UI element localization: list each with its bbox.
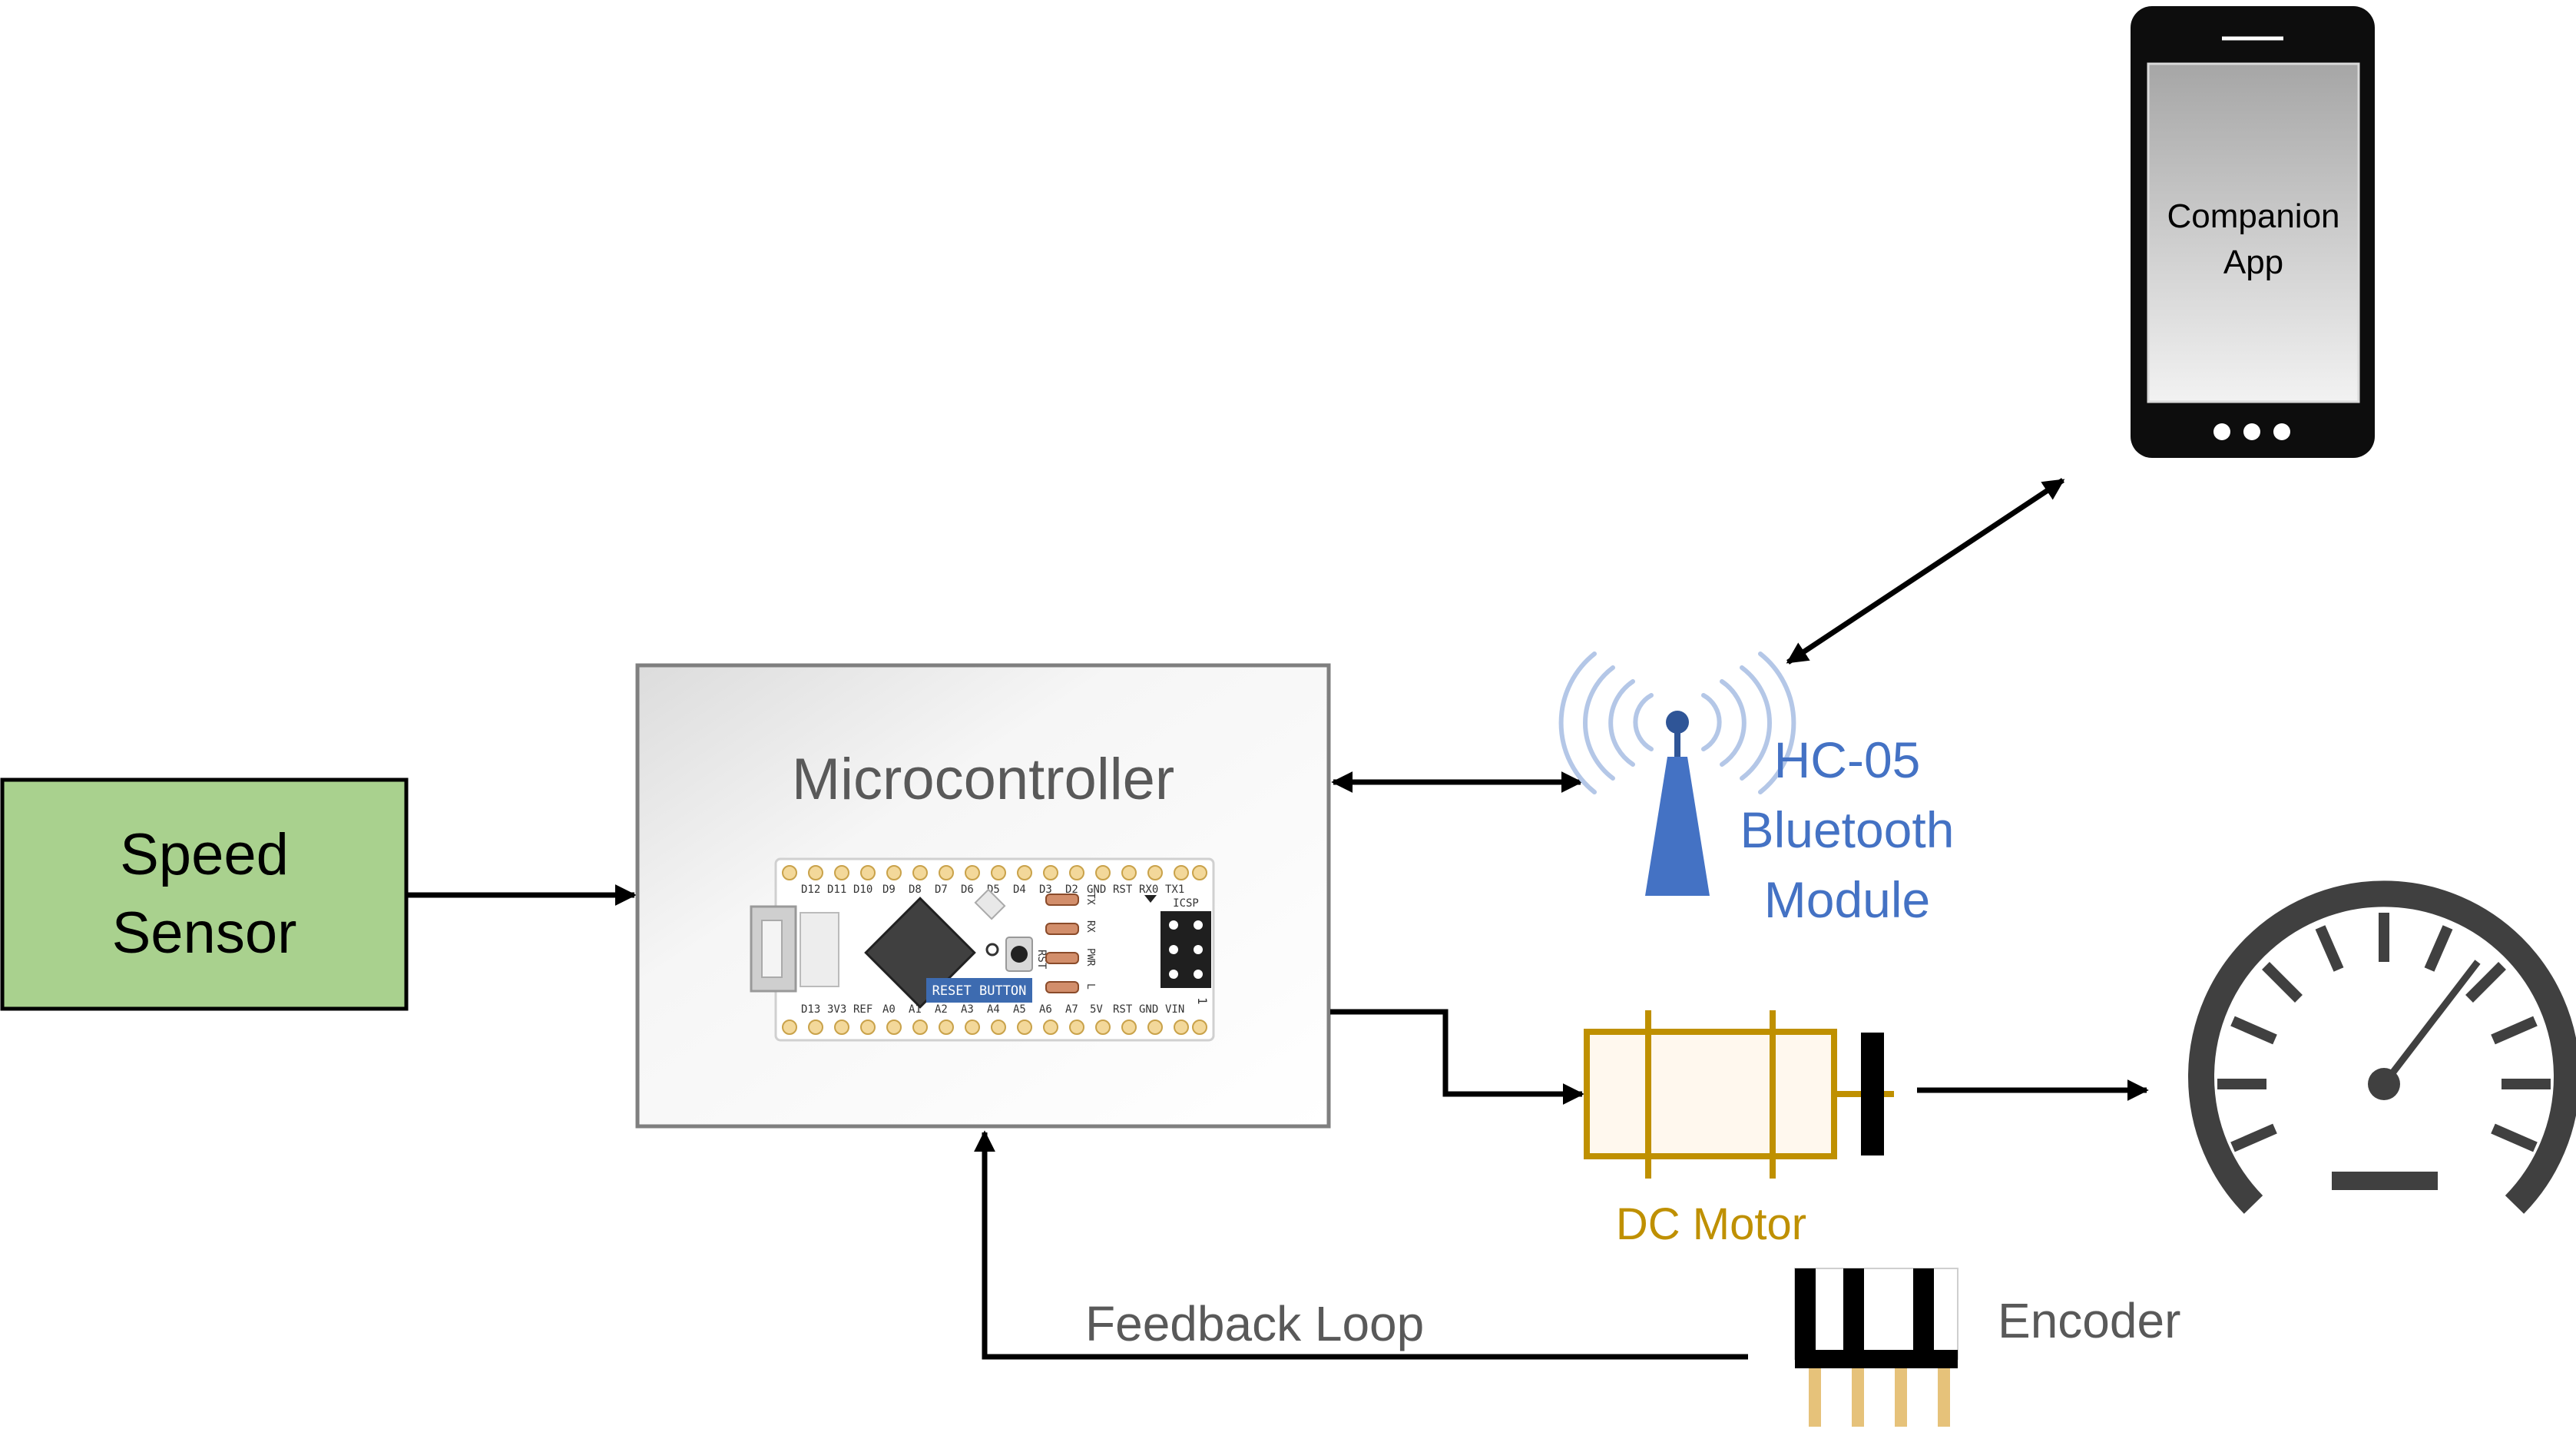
encoder-icon: Encoder (1794, 1268, 2180, 1427)
antenna-tower (1645, 757, 1710, 896)
status-leds (1045, 894, 1079, 993)
speedometer-icon (2188, 880, 2576, 1214)
pin-label: A3 (961, 1003, 974, 1016)
speed-sensor-label-line1: Speed (120, 822, 289, 887)
bluetooth-label-line2: Bluetooth (1740, 801, 1955, 858)
pin-label: RST (1113, 1003, 1133, 1016)
pin-label: D9 (882, 884, 896, 896)
led-label: RX (1084, 920, 1096, 933)
led-label: PWR (1084, 948, 1096, 966)
dc-motor-icon: DC Motor (1584, 1010, 1894, 1249)
pin-label: A5 (1013, 1003, 1026, 1016)
mcu-to-motor-arrow (1330, 1009, 1584, 1105)
reset-button-label: RESET BUTTON (932, 983, 1027, 999)
companion-app-label-line1: Companion (2167, 197, 2339, 235)
pin-label: 5V (1090, 1003, 1103, 1016)
companion-app-label-line2: App (2223, 244, 2283, 281)
pin-label: A0 (882, 1003, 896, 1016)
pin-label: REF (853, 1003, 872, 1016)
pin-label: D8 (909, 884, 922, 896)
led-label: TX (1084, 893, 1096, 905)
pin-label: A4 (987, 1003, 1000, 1016)
icsp-pin1-label: 1 (1195, 997, 1210, 1005)
feedback-loop-arrow (974, 1130, 1748, 1360)
pin-label: D10 (853, 884, 872, 896)
bottom-pin-row (782, 1020, 1207, 1035)
bluetooth-label-line3: Module (1764, 871, 1930, 928)
pin-label: RX0 (1139, 884, 1158, 896)
pin-label: GND (1087, 884, 1106, 896)
dc-motor-label: DC Motor (1616, 1199, 1806, 1249)
pin-label: D12 (801, 884, 820, 896)
microcontroller-title: Microcontroller (792, 747, 1174, 812)
pin-label: D4 (1013, 884, 1026, 896)
pin-label: A2 (935, 1003, 948, 1016)
icsp-label: ICSP (1173, 897, 1199, 910)
antenna-icon (1558, 652, 1796, 794)
bluetooth-label-line1: HC-05 (1774, 731, 1921, 788)
pin-label: D7 (935, 884, 948, 896)
pin-label: VIN (1165, 1003, 1184, 1016)
speed-sensor-box (0, 777, 409, 1011)
arduino-nano-icon: D12 D11 D10 D9 D8 D7 D6 D5 D4 D3 D2 GND … (750, 857, 1215, 1042)
bluetooth-module: HC-05 Bluetooth Module (1558, 652, 1955, 928)
bluetooth-phone-link-arrow (1786, 478, 2065, 665)
phone-screen (2147, 62, 2360, 403)
pin-label: D3 (1039, 884, 1052, 896)
pin-label: GND (1139, 1003, 1158, 1016)
led-label: L (1084, 983, 1096, 990)
encoder-label: Encoder (1998, 1293, 2180, 1348)
icsp-header (1161, 911, 1211, 988)
rst-label: RST (1035, 950, 1048, 970)
speed-sensor-block: Speed Sensor (0, 777, 409, 1011)
pin-label: 3V3 (827, 1003, 846, 1016)
pin-label: D13 (801, 1003, 820, 1016)
pin-label: A6 (1039, 1003, 1052, 1016)
pin-label: A7 (1065, 1003, 1078, 1016)
speed-sensor-label-line2: Sensor (112, 900, 297, 966)
top-pin-row (782, 865, 1207, 880)
speedometer-needle (2381, 960, 2481, 1086)
pin-label: D2 (1065, 884, 1078, 896)
pin-label: RST (1113, 884, 1133, 896)
pin-label: D6 (961, 884, 974, 896)
smartphone-icon: Companion App (2131, 6, 2375, 458)
microcontroller-block: Microcontroller (635, 663, 1331, 1129)
pin-label: D11 (827, 884, 846, 896)
pin-label: TX1 (1165, 884, 1184, 896)
feedback-loop-label: Feedback Loop (1085, 1296, 1424, 1351)
